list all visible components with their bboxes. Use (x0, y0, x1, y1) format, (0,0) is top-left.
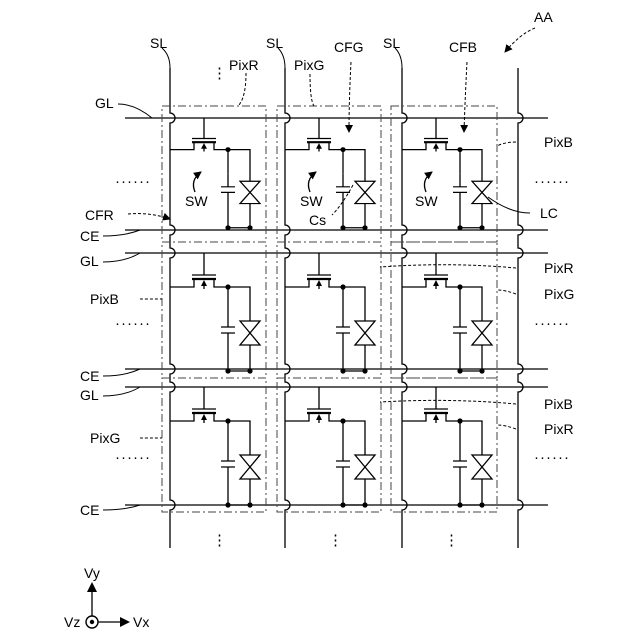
label-sw-1: SW (185, 193, 208, 209)
dots-bottom-2: ⋮ (328, 532, 344, 549)
label-pixr-r3: PixR (544, 421, 574, 437)
pixel-box-r1c3 (391, 106, 497, 242)
dots-top: ⋮ (212, 65, 228, 82)
signal-lines (170, 68, 523, 548)
signal-line-1 (170, 68, 175, 548)
label-ce-1: CE (80, 228, 99, 244)
label-gl-2: GL (80, 253, 99, 269)
signal-line-3 (402, 68, 407, 548)
label-ce-3: CE (80, 502, 99, 518)
dots-left-2: ······ (115, 315, 151, 332)
label-cfr: CFR (85, 207, 114, 223)
dots-right-1: ······ (534, 173, 570, 190)
label-pixg-top: PixG (294, 57, 324, 73)
label-pixb-r3: PixB (544, 396, 573, 412)
labels: AA SL SL SL PixR PixG CFG CFB GL PixB SW… (80, 9, 574, 518)
label-ce-2: CE (80, 368, 99, 384)
pixel-circuit-r2c3 (402, 253, 492, 374)
label-pixg-left: PixG (90, 430, 120, 446)
label-sw-3: SW (415, 193, 438, 209)
dots-bottom-1: ⋮ (212, 532, 228, 549)
pixel-circuit-r2c1 (170, 253, 260, 374)
label-pixg-r2: PixG (544, 286, 574, 302)
label-cs: Cs (309, 212, 326, 228)
label-lc: LC (540, 205, 558, 221)
pixel-circuit-r3c1 (170, 387, 260, 508)
label-pixb-left: PixB (90, 291, 119, 307)
label-gl-1: GL (95, 95, 114, 111)
pixel-circuit-r1c2 (285, 118, 375, 230)
signal-line-4 (518, 68, 523, 548)
label-gl-3: GL (80, 387, 99, 403)
label-sw-2: SW (300, 193, 323, 209)
pixel-circuits (170, 118, 492, 508)
dots-left-3: ······ (115, 449, 151, 466)
label-pixb-r1: PixB (544, 134, 573, 150)
label-sl-2: SL (266, 35, 283, 51)
pixel-boxes (162, 106, 497, 512)
pixel-box-r3c3 (391, 378, 497, 512)
pixel-circuit-r1c1 (170, 118, 260, 230)
dots-right-2: ······ (534, 315, 570, 332)
pixel-box-r2c3 (391, 242, 497, 378)
label-sl-1: SL (150, 35, 167, 51)
label-sl-3: SL (383, 35, 400, 51)
pixel-circuit-r3c2 (285, 387, 375, 508)
row-lines (125, 118, 548, 505)
axis-indicator: Vy Vx Vz (64, 565, 149, 630)
label-aa: AA (534, 9, 553, 25)
label-cfg: CFG (334, 39, 364, 55)
pixel-circuit-r1c3 (402, 118, 492, 230)
dots-left-1: ······ (115, 173, 151, 190)
label-pixr-top: PixR (229, 57, 259, 73)
axis-label-vz: Vz (64, 614, 80, 630)
pixel-circuit-r2c2 (285, 253, 375, 374)
dots-bottom-3: ⋮ (444, 532, 460, 549)
label-cfb: CFB (449, 39, 477, 55)
signal-line-2 (285, 68, 290, 548)
pixel-circuit-r3c3 (402, 387, 492, 508)
axis-label-vx: Vx (133, 614, 149, 630)
axis-label-vy: Vy (84, 565, 100, 581)
label-pixr-r2: PixR (544, 260, 574, 276)
dots-right-3: ······ (534, 449, 570, 466)
